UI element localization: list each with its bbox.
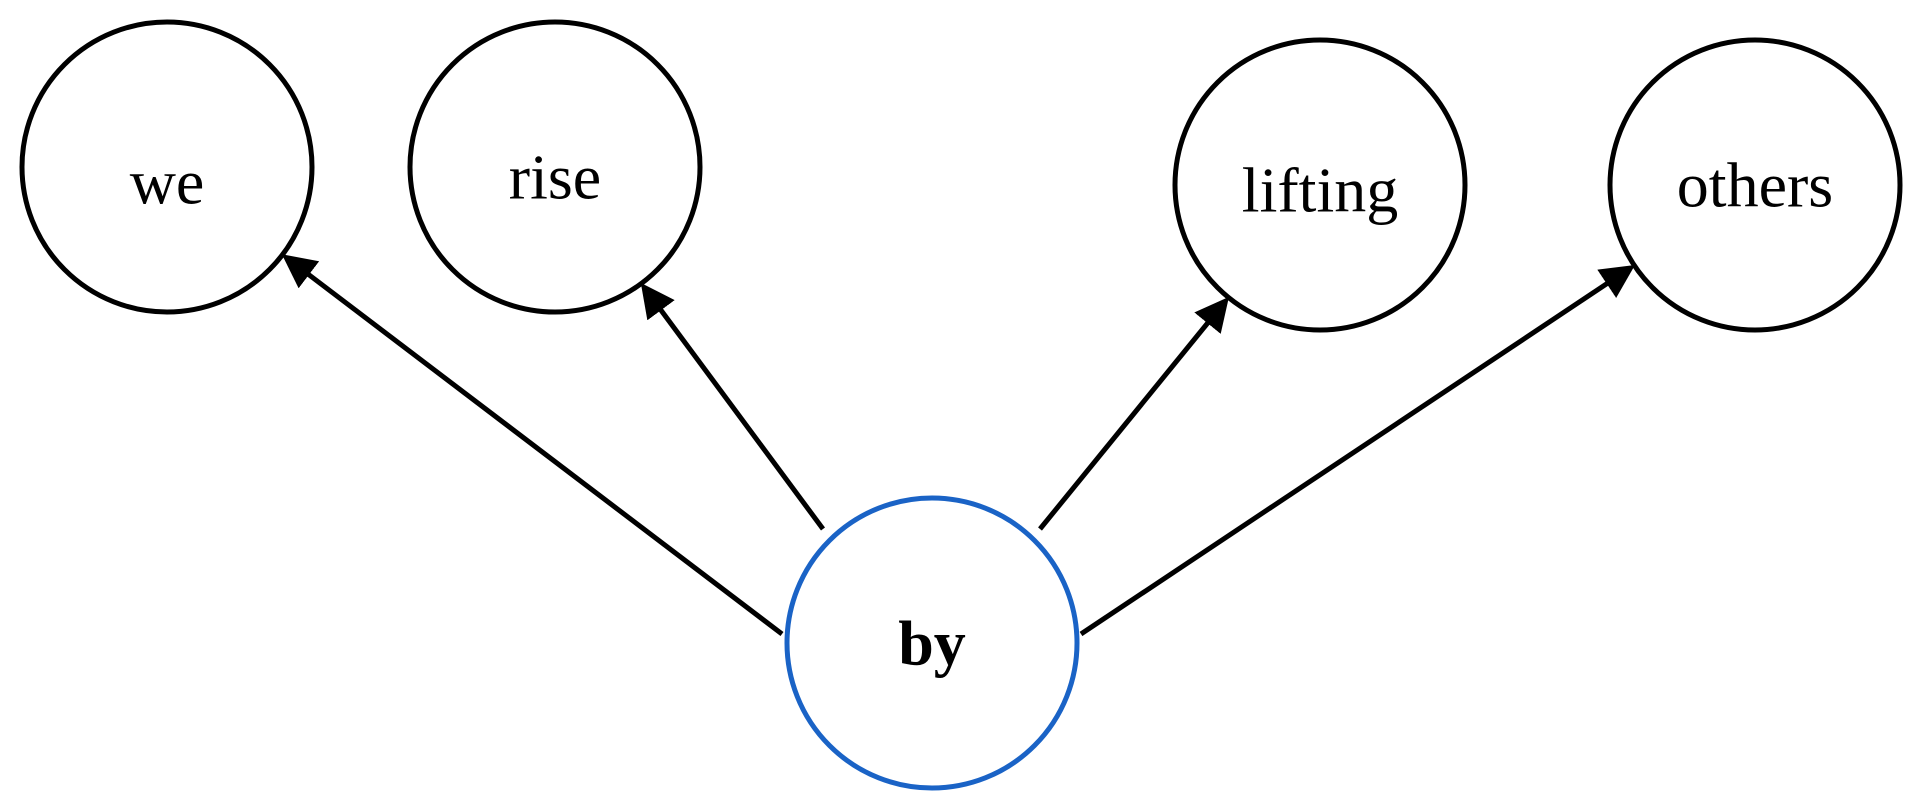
- node-others-circle: [1607, 37, 1903, 333]
- node-lifting-label: lifting: [1242, 155, 1398, 226]
- edge-by-to-lifting: [1038, 296, 1229, 531]
- node-rise-circle: [407, 19, 703, 315]
- node-by: by: [784, 495, 1080, 791]
- node-others-label: others: [1677, 150, 1833, 221]
- node-we-circle: [19, 19, 315, 315]
- node-by-circle: [784, 495, 1080, 791]
- node-lifting-circle: [1172, 37, 1468, 333]
- edge-by-to-rise: [640, 282, 826, 531]
- node-lifting: lifting: [1172, 37, 1468, 333]
- edge-by-to-we: [281, 254, 784, 636]
- node-rise: rise: [407, 19, 703, 315]
- node-we-label: we: [130, 147, 205, 218]
- node-by-label: by: [898, 608, 966, 679]
- node-we: we: [19, 19, 315, 315]
- node-rise-label: rise: [509, 142, 601, 213]
- node-others: others: [1607, 37, 1903, 333]
- edge-by-to-others: [1079, 264, 1635, 637]
- edges-layer: [281, 254, 1635, 637]
